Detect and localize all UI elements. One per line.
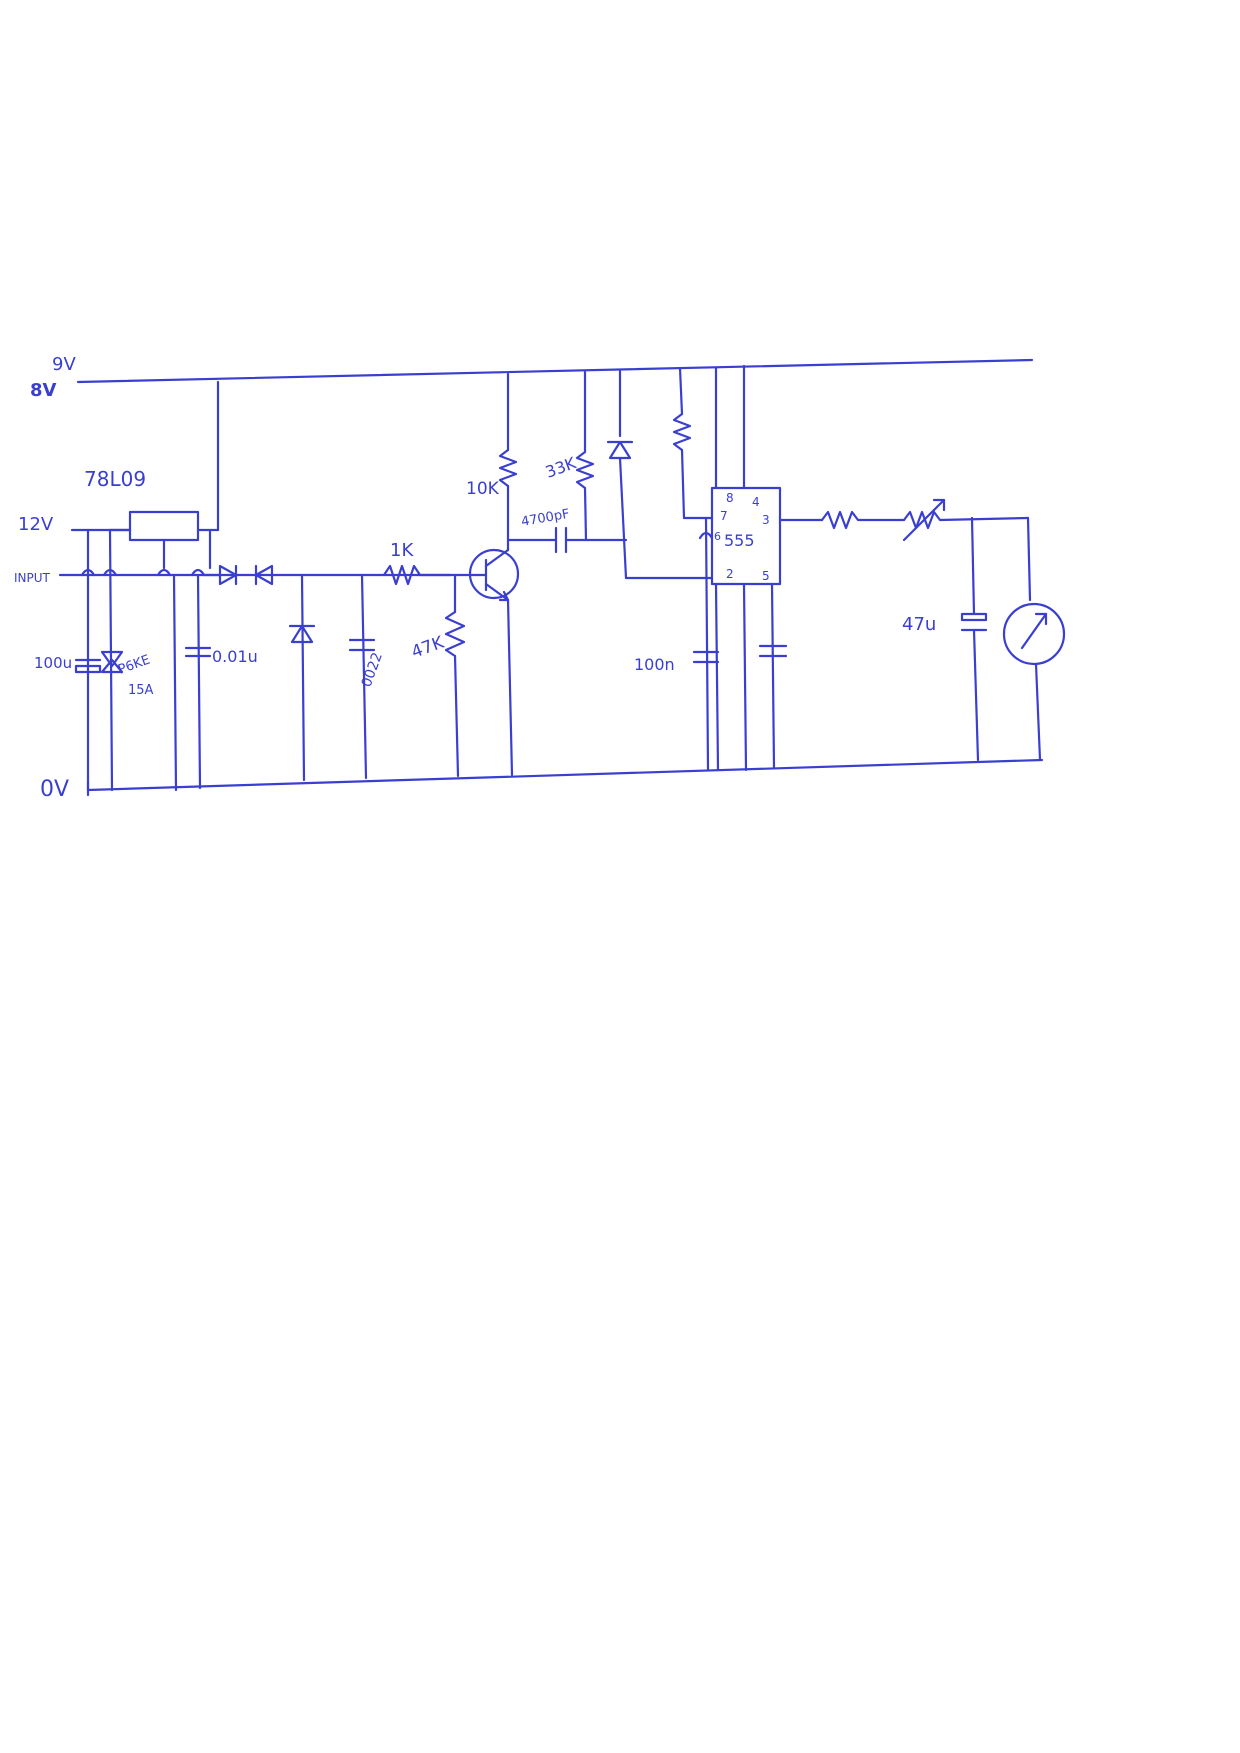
meter-body	[1002, 602, 1066, 666]
rail-0v-line	[86, 758, 1044, 792]
zener-diode	[288, 624, 316, 644]
wire-v-706	[704, 516, 710, 772]
wire-v-680-bot	[680, 448, 686, 520]
transistor-emitter-to-gnd	[506, 598, 514, 777]
wire-v-744-bot	[742, 582, 748, 772]
wire-v-620-bot	[618, 456, 628, 580]
label-cap-100n: 100n	[634, 655, 675, 674]
hop-164	[156, 568, 172, 577]
hop-196	[190, 568, 206, 577]
label-res-10k: 10K	[466, 479, 500, 499]
label-cap-100u: 100u	[34, 654, 72, 672]
cap-100u-plate-bottom	[74, 664, 102, 674]
transistor-emitter	[484, 582, 510, 602]
cap-47u-plate-top	[960, 612, 988, 622]
label-0v: 0V	[40, 777, 69, 802]
wire-v-455b	[453, 654, 460, 778]
diode-2	[254, 564, 274, 586]
res-10k-symbol	[498, 448, 518, 488]
wire-v-772-bot	[770, 582, 776, 770]
wire-v-716-bot	[714, 582, 720, 772]
label-9v: 9V	[52, 354, 76, 375]
meter-needle	[1020, 612, 1048, 650]
wire-v-362	[360, 573, 368, 780]
meter-needle-head	[1034, 612, 1048, 626]
wire-v-1028-top	[1026, 516, 1032, 602]
transistor-collector	[484, 548, 510, 568]
label-cap-47u: 47u	[902, 614, 936, 635]
tvs-diode-symbol	[100, 650, 124, 674]
hop-88	[80, 568, 96, 577]
label-res-1k: 1K	[390, 540, 414, 561]
label-pin-3: 3	[762, 513, 770, 527]
label-12v: 12V	[18, 514, 54, 535]
label-pin-5: 5	[762, 569, 770, 583]
label-input: INPUT	[14, 571, 51, 585]
label-pin-6: 6	[714, 530, 721, 543]
label-pin-4: 4	[752, 495, 760, 509]
label-ic-555: 555	[724, 531, 755, 550]
label-pin-8: 8	[726, 491, 734, 505]
wire-v-1028-bot	[1034, 662, 1042, 762]
wire-v-972-top	[970, 516, 976, 616]
label-pin-2: 2	[726, 567, 734, 581]
diode-1	[218, 564, 238, 586]
wire-v-972-bot	[972, 628, 980, 762]
res-output-symbol	[820, 510, 906, 530]
label-pin-7: 7	[720, 509, 728, 523]
label-78l09: 78L09	[84, 467, 146, 491]
res-timing-symbol	[672, 412, 692, 452]
label-tvs-rating: 15A	[128, 683, 154, 698]
wire-v-198	[196, 573, 202, 790]
wire-v-174	[172, 573, 178, 792]
rail-9v-line	[76, 358, 1034, 384]
label-cap-001u: 0.01u	[212, 647, 258, 666]
wire-v-680-top	[678, 366, 684, 416]
pot-arrow-head	[932, 498, 946, 512]
wire-v-585-bot	[583, 486, 588, 542]
pot-arrow-line	[902, 498, 946, 542]
label-9v-scribble: 8V	[30, 380, 57, 401]
res-1k-symbol	[382, 564, 452, 586]
wire-v-302	[300, 573, 306, 782]
res-47k-symbol	[444, 610, 466, 658]
res-33k-symbol	[575, 450, 595, 490]
hop-110	[102, 568, 118, 577]
